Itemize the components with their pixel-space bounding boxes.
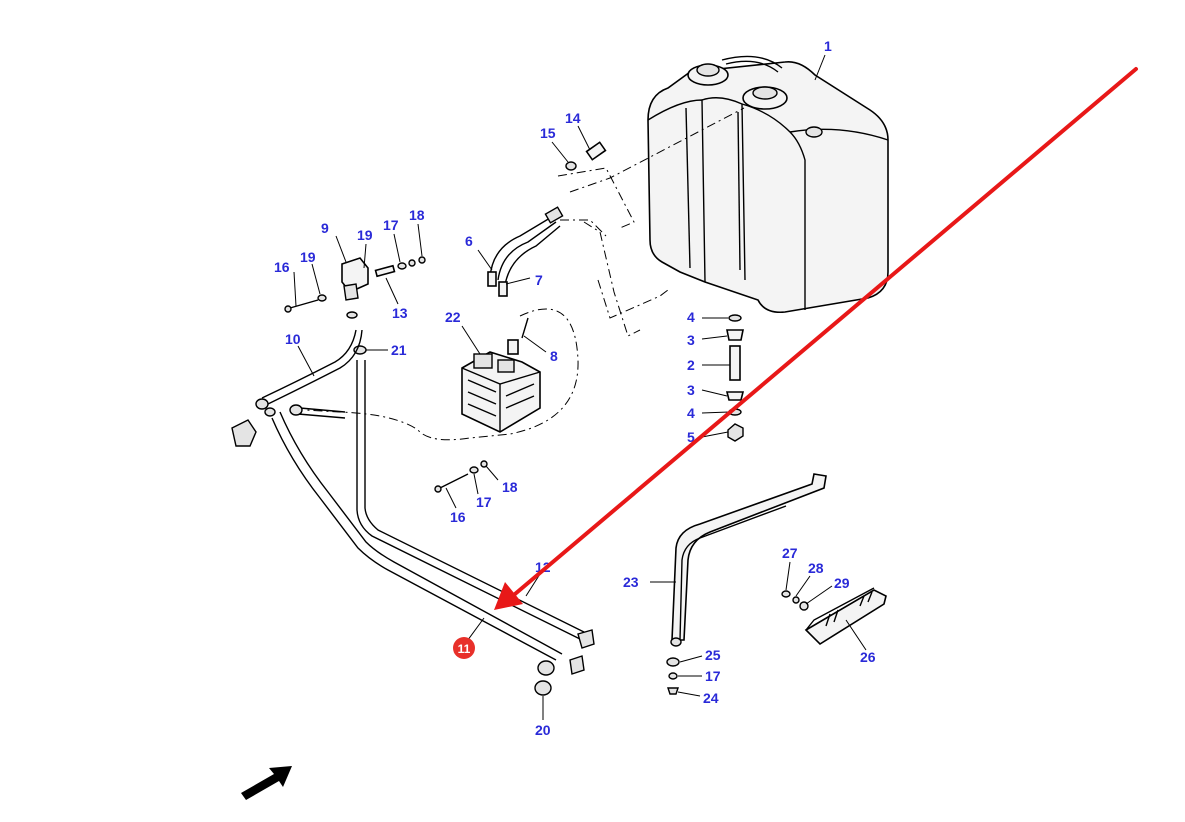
callout-29: 29 xyxy=(834,575,850,591)
callout-5: 5 xyxy=(687,429,695,445)
callout-13: 13 xyxy=(392,305,408,321)
callout-27: 27 xyxy=(782,545,798,561)
callout-12: 12 xyxy=(535,559,551,575)
callout-21: 21 xyxy=(391,342,407,358)
callout-16: 16 xyxy=(274,259,290,275)
callout-3: 3 xyxy=(687,382,695,398)
plate-26 xyxy=(781,587,887,646)
red-pointer-arrow xyxy=(494,67,1138,610)
callout-16: 16 xyxy=(450,509,466,525)
callout-15: 15 xyxy=(540,125,556,141)
highlight-callout-11-label: 11 xyxy=(458,642,471,656)
callout-4: 4 xyxy=(687,405,695,421)
callout-3: 3 xyxy=(687,332,695,348)
callout-labels: 1 14 15 9 17 18 16 19 19 13 6 7 22 8 10 … xyxy=(274,38,876,738)
callout-9: 9 xyxy=(321,220,329,236)
callout-28: 28 xyxy=(808,560,824,576)
callout-17: 17 xyxy=(383,217,399,233)
tank-mount-stack xyxy=(725,314,745,442)
callout-19: 19 xyxy=(300,249,316,265)
leader-lines xyxy=(293,54,867,720)
callout-1: 1 xyxy=(824,38,832,54)
callout-18: 18 xyxy=(502,479,518,495)
callout-4: 4 xyxy=(687,309,695,325)
callout-6: 6 xyxy=(465,233,473,249)
callout-18: 18 xyxy=(409,207,425,223)
valve-assembly xyxy=(284,256,426,355)
direction-arrow-icon xyxy=(241,766,292,800)
fuel-lines xyxy=(487,141,607,297)
callout-10: 10 xyxy=(285,331,301,347)
pump-module xyxy=(461,317,541,433)
callout-20: 20 xyxy=(535,722,551,738)
callout-7: 7 xyxy=(535,272,543,288)
pipes xyxy=(231,329,595,696)
callout-19: 19 xyxy=(357,227,373,243)
callout-26: 26 xyxy=(860,649,876,665)
callout-2: 2 xyxy=(687,357,695,373)
callout-17: 17 xyxy=(705,668,721,684)
highlight-callout-11[interactable]: 11 xyxy=(453,637,475,659)
callout-14: 14 xyxy=(565,110,581,126)
callout-8: 8 xyxy=(550,348,558,364)
callout-22: 22 xyxy=(445,309,461,325)
callout-25: 25 xyxy=(705,647,721,663)
callout-17: 17 xyxy=(476,494,492,510)
fuel-tank xyxy=(647,55,889,314)
hose-route-dashed xyxy=(304,308,579,441)
callout-24: 24 xyxy=(703,690,719,706)
callout-23: 23 xyxy=(623,574,639,590)
bracket-23 xyxy=(666,473,827,695)
tank-bracket-dashed xyxy=(557,107,745,337)
lower-bolts xyxy=(434,460,488,493)
